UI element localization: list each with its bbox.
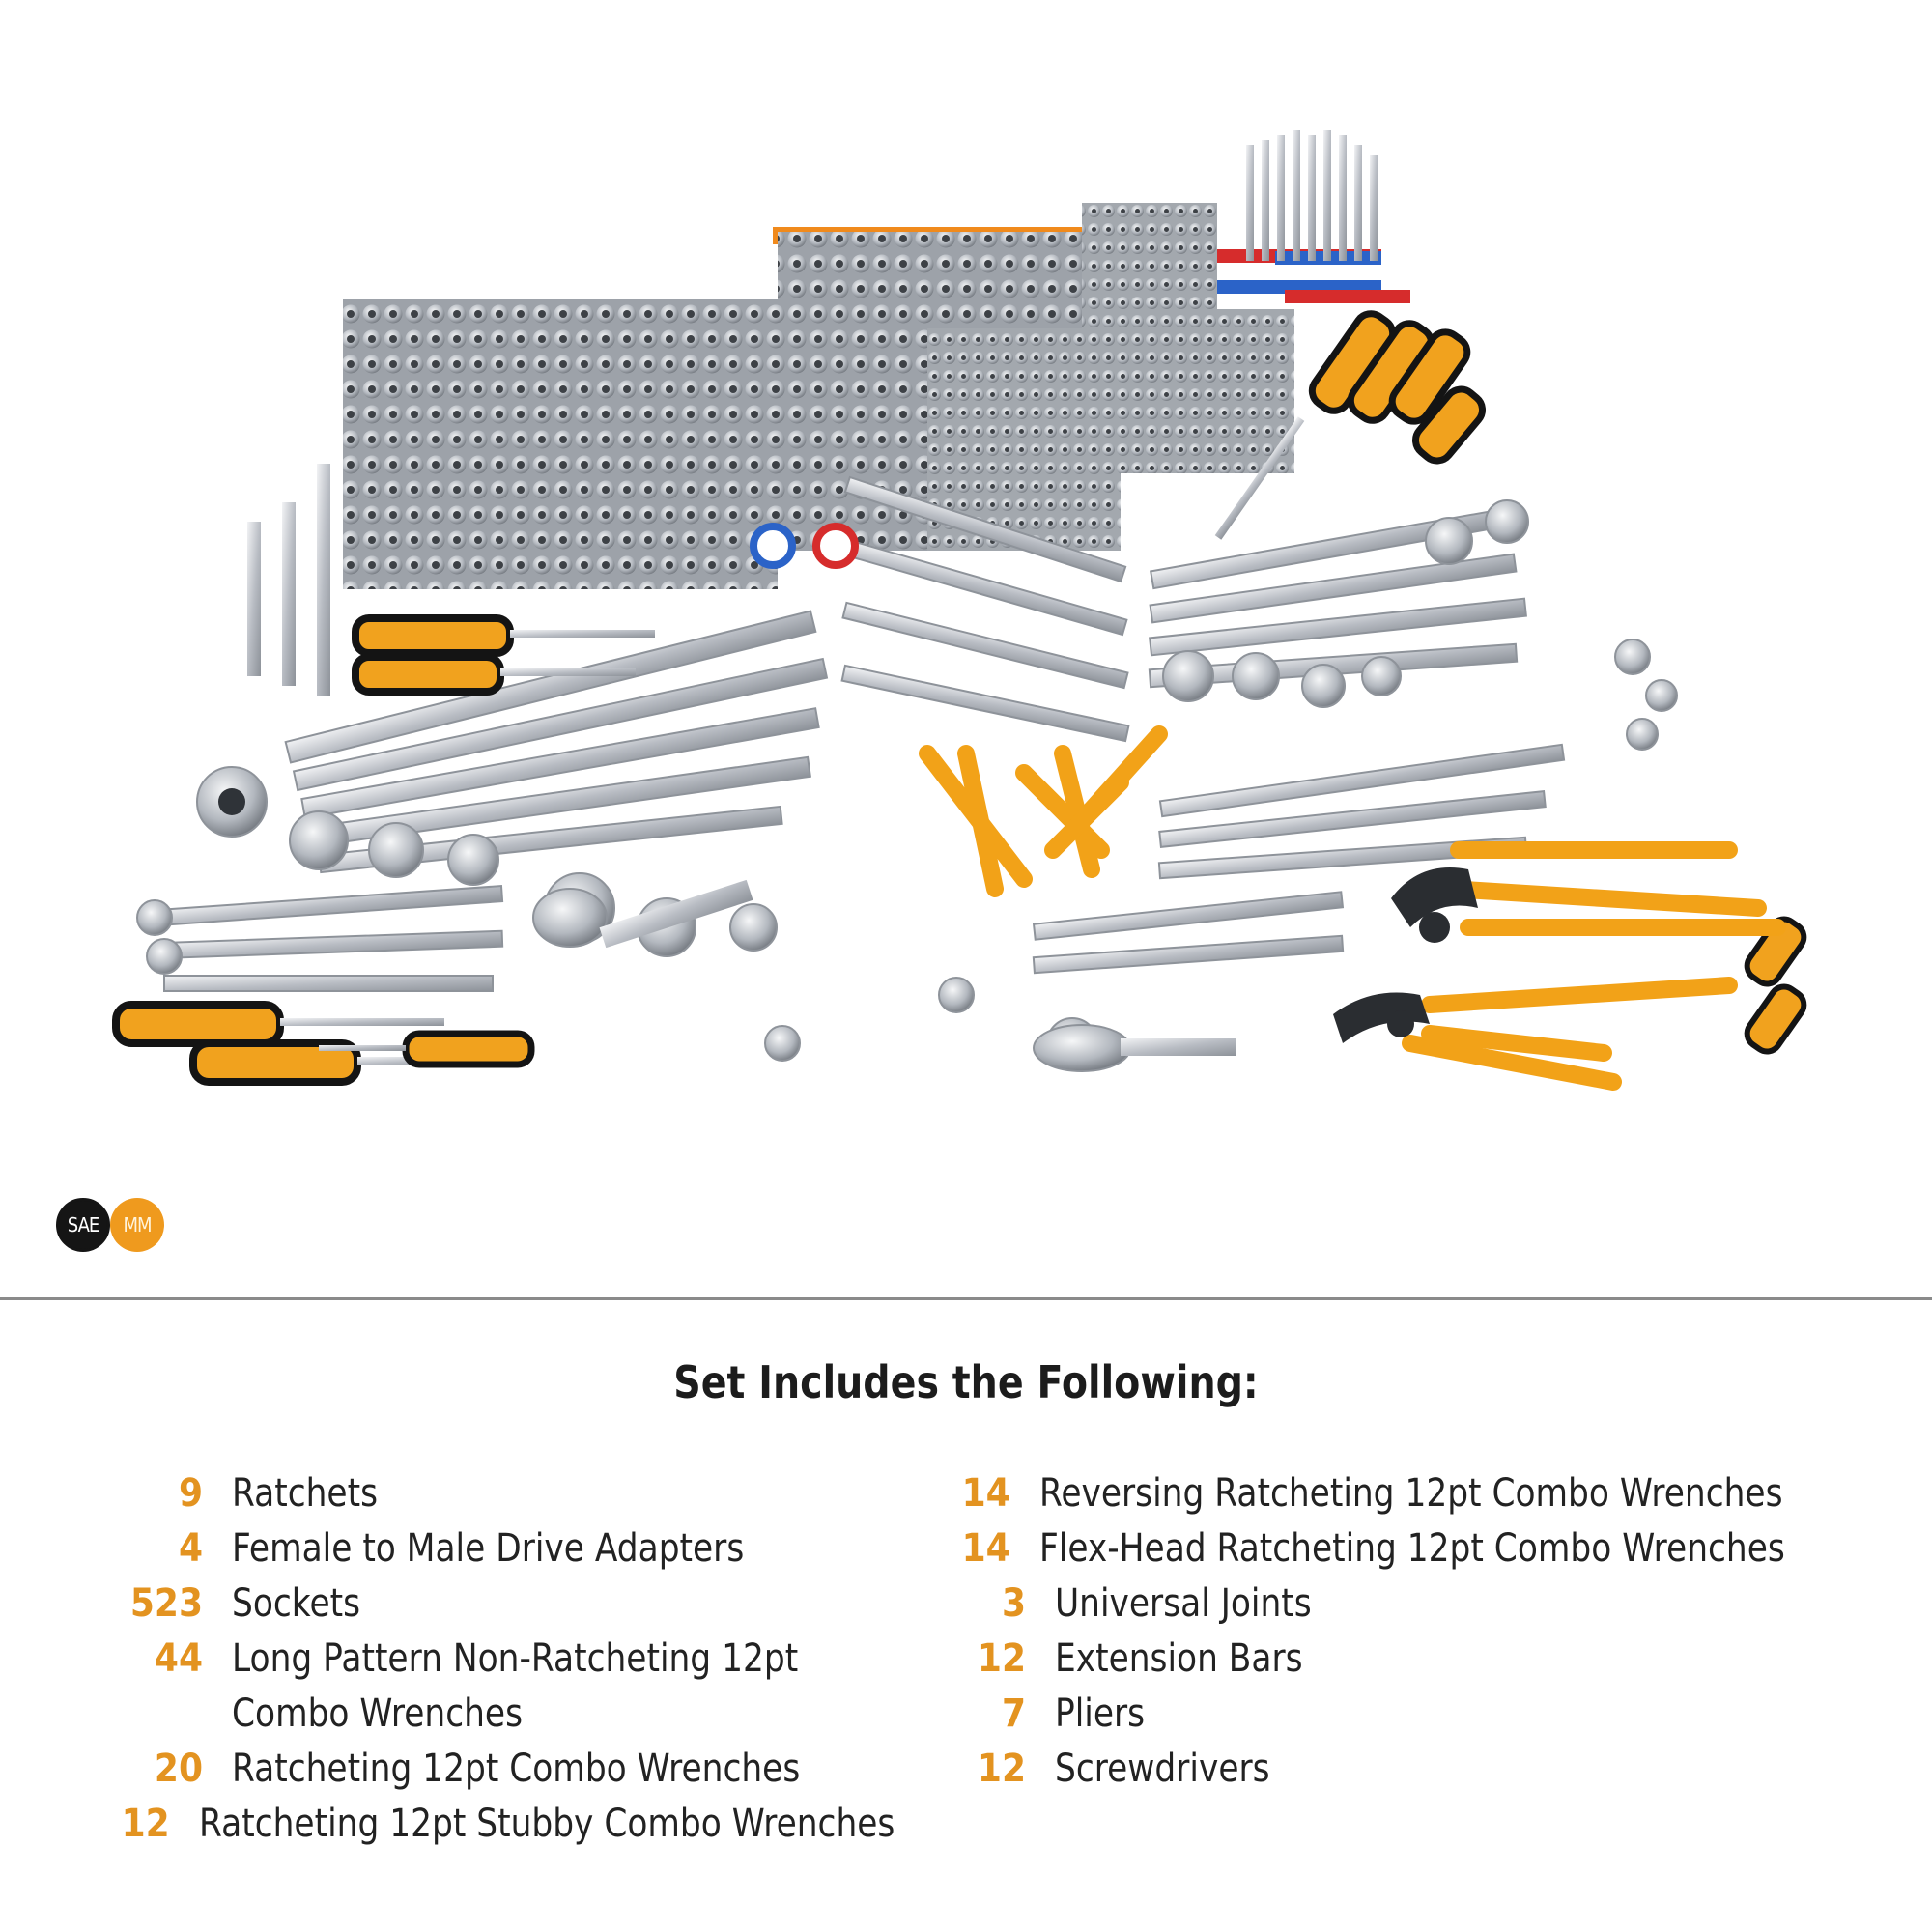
product-photo-tool-set: [112, 130, 1807, 1091]
list-item: 44 Long Pattern Non-Ratcheting 12pt Comb…: [116, 1632, 947, 1742]
item-label: Flex-Head Ratcheting 12pt Combo Wrenches: [1038, 1526, 1785, 1571]
item-quantity: 12: [977, 1636, 1026, 1681]
extension-bars: [247, 464, 330, 696]
item-label: Long Pattern Non-Ratcheting 12pt Combo W…: [232, 1632, 798, 1742]
item-quantity: 12: [977, 1747, 1026, 1791]
item-quantity: 12: [121, 1802, 170, 1846]
list-item: 523 Sockets: [116, 1577, 947, 1632]
item-label: Ratchets: [232, 1471, 379, 1516]
item-quantity: 14: [961, 1526, 1010, 1571]
item-quantity: 3: [1001, 1581, 1026, 1626]
contents-list-right: 14 Reversing Ratcheting 12pt Combo Wrenc…: [956, 1466, 1903, 1797]
item-label: Sockets: [232, 1581, 361, 1626]
set-includes-title: Set Includes the Following:: [673, 1356, 1259, 1408]
list-item: 3 Universal Joints: [956, 1577, 1903, 1632]
item-label: Pliers: [1055, 1691, 1146, 1736]
pliers: [919, 725, 1786, 1091]
list-item: 12 Ratcheting 12pt Stubby Combo Wrenches: [116, 1797, 947, 1852]
socket-rail-clips: [750, 523, 859, 569]
contents-list-left: 9 Ratchets 4 Female to Male Drive Adapte…: [116, 1466, 947, 1852]
screwdrivers: [112, 310, 1807, 1086]
list-item: 4 Female to Male Drive Adapters: [116, 1521, 947, 1577]
item-label: Extension Bars: [1055, 1636, 1303, 1681]
ratchets: [532, 879, 1236, 1072]
section-divider: [0, 1297, 1932, 1300]
item-label-line-2: Combo Wrenches: [232, 1691, 524, 1736]
list-item: 20 Ratcheting 12pt Combo Wrenches: [116, 1742, 947, 1797]
list-item: 9 Ratchets: [116, 1466, 947, 1521]
item-quantity: 9: [178, 1471, 203, 1516]
item-label: Female to Male Drive Adapters: [232, 1526, 745, 1571]
list-item: 12 Extension Bars: [956, 1632, 1903, 1687]
sae-badge: SAE: [56, 1198, 110, 1252]
item-quantity: 523: [129, 1581, 203, 1626]
item-quantity: 44: [154, 1636, 203, 1681]
list-item: 14 Flex-Head Ratcheting 12pt Combo Wrenc…: [956, 1521, 1903, 1577]
mm-badge: MM: [110, 1198, 164, 1252]
item-quantity: 4: [178, 1526, 203, 1571]
list-item: 7 Pliers: [956, 1687, 1903, 1742]
item-label: Ratcheting 12pt Combo Wrenches: [232, 1747, 801, 1791]
item-label: Reversing Ratcheting 12pt Combo Wrenches: [1038, 1471, 1783, 1516]
item-quantity: 14: [961, 1471, 1010, 1516]
list-item: 14 Reversing Ratcheting 12pt Combo Wrenc…: [956, 1466, 1903, 1521]
item-label-line-1: Long Pattern Non-Ratcheting 12pt: [232, 1636, 799, 1681]
item-label: Ratcheting 12pt Stubby Combo Wrenches: [198, 1802, 895, 1846]
list-item: 12 Screwdrivers: [956, 1742, 1903, 1797]
item-label: Universal Joints: [1055, 1581, 1312, 1626]
hex-bit-sockets: [1246, 130, 1378, 261]
item-quantity: 7: [1001, 1691, 1026, 1736]
item-quantity: 20: [154, 1747, 203, 1791]
item-label: Screwdrivers: [1055, 1747, 1270, 1791]
